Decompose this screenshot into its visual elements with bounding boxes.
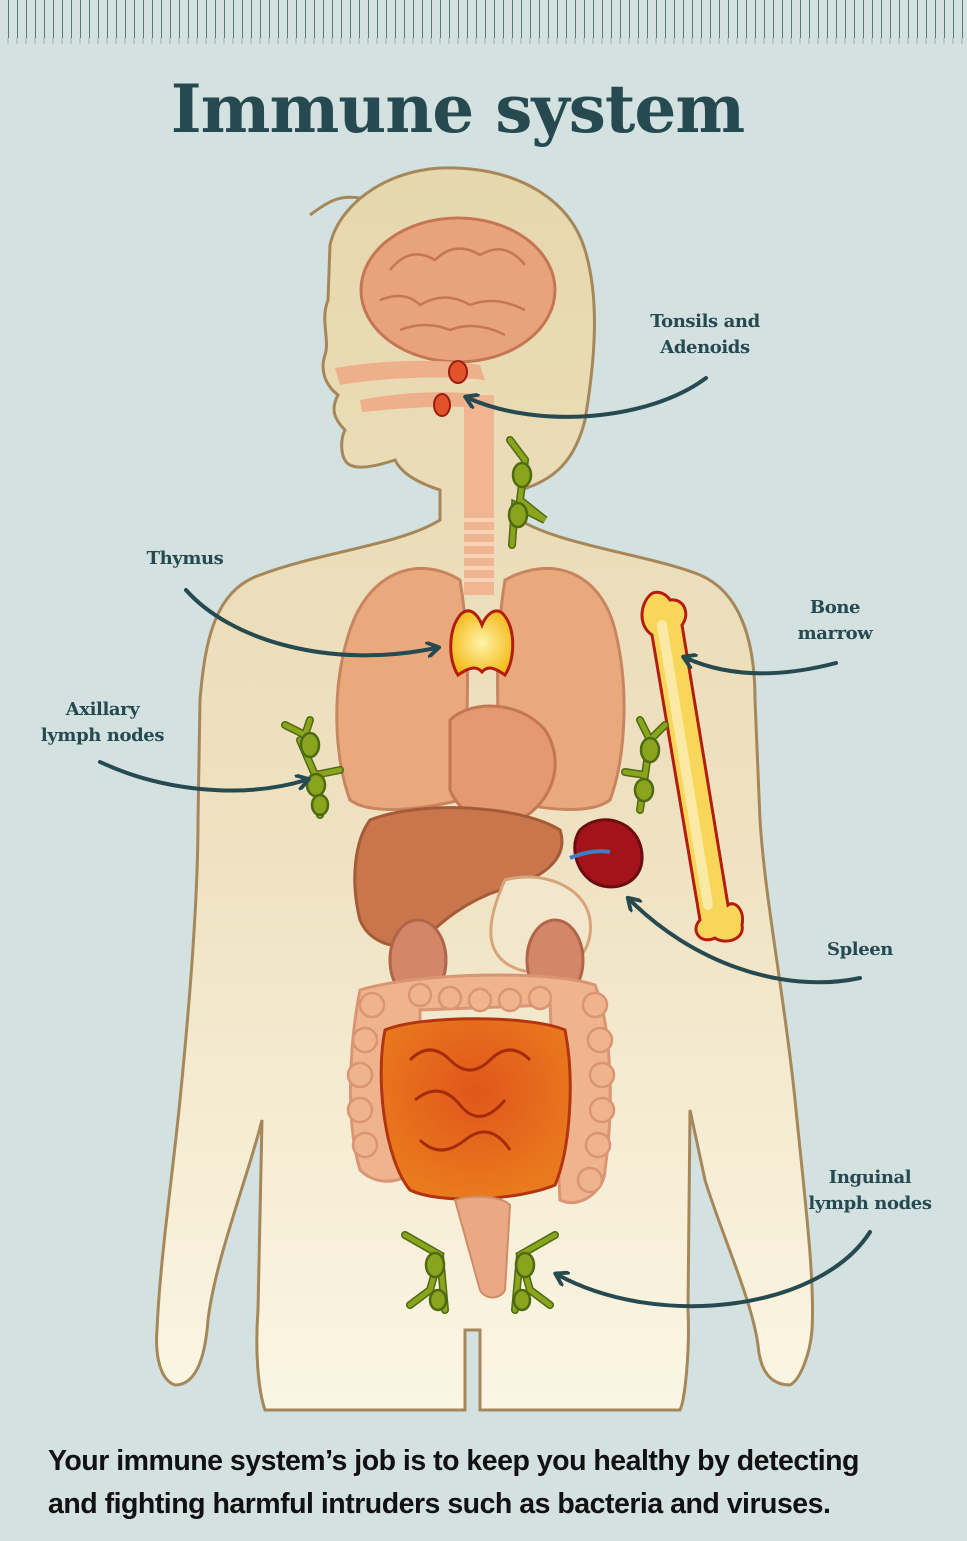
label-axillary-lymph-nodes: Axillary lymph nodes [20,697,185,749]
label-line: Bone [809,597,861,618]
label-spleen: Spleen [795,937,925,963]
label-line: Inguinal [828,1167,912,1188]
lymph-node-axillary-right [621,716,669,814]
arrow-thymus [184,588,436,655]
ruler-edge [0,38,967,44]
caption-line-2: and fighting harmful intruders such as b… [48,1488,831,1520]
label-thymus: Thymus [120,546,250,572]
label-line: Spleen [826,939,893,960]
label-line: Axillary [65,699,140,720]
spleen-icon [569,818,644,889]
tonsils-icon [433,360,468,417]
lymph-node-inguinal [401,1231,559,1314]
label-bone-marrow: Bone marrow [770,595,900,647]
pointer-arrows [98,376,872,1309]
liver [353,806,564,949]
label-inguinal-lymph-nodes: Inguinal lymph nodes [790,1165,950,1217]
lymph-node-axillary-left [281,716,344,819]
ruler-border [0,0,967,38]
page-title: Immune system [170,70,745,148]
label-line: Thymus [146,548,224,569]
lymph-node-neck [506,436,548,549]
caption-line-1: Your immune system’s job is to keep you … [48,1445,859,1477]
thymus-icon [449,609,515,678]
arrow-bone-marrow [686,658,838,676]
label-line: lymph nodes [808,1193,932,1214]
heart [448,704,557,825]
arrow-spleen [630,900,862,985]
label-line: lymph nodes [40,725,165,746]
airway [335,360,494,595]
brain [359,216,557,364]
arrow-tonsils [468,376,708,419]
label-tonsils-adenoids: Tonsils and Adenoids [620,309,790,361]
caption: Your immune system’s job is to keep you … [48,1440,948,1526]
arrow-axillary [98,760,306,793]
rectum [453,1195,512,1299]
label-line: marrow [797,623,873,644]
arrow-inguinal [558,1230,872,1309]
small-intestine [379,1017,572,1201]
label-line: Tonsils and [650,311,760,332]
label-line: Adenoids [660,337,750,358]
bone-marrow-icon [640,590,745,943]
